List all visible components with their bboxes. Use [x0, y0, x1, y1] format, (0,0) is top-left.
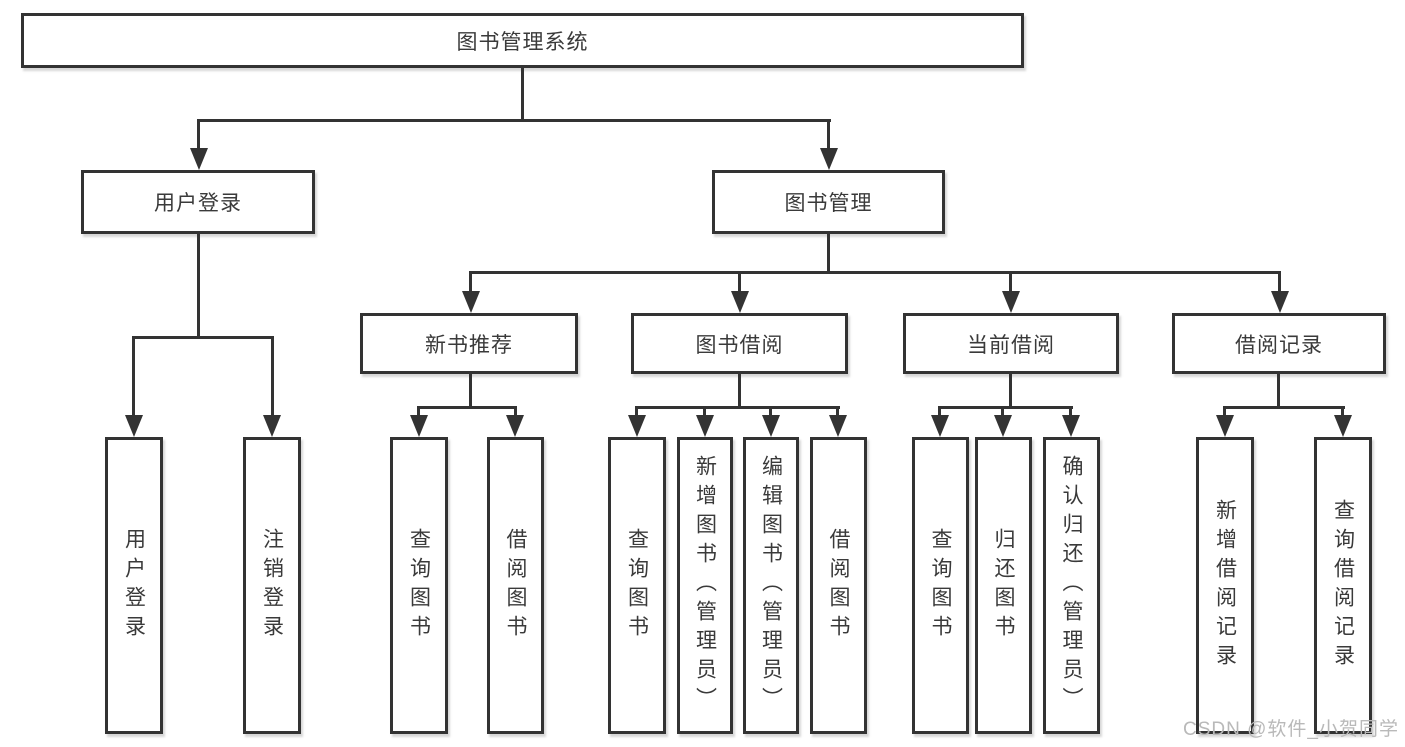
connector-drop-query-2: [635, 406, 638, 419]
connector-book-management-stub: [827, 234, 830, 274]
node-borrow-records-label: 借阅记录: [1235, 333, 1323, 357]
connector-drop-leaf-logout: [271, 336, 274, 417]
connector-drop-current-borrow: [1009, 271, 1012, 293]
arrow-edit-book-icon: [762, 415, 780, 437]
connector-drop-add-book: [703, 406, 706, 419]
watermark: CSDN @软件_小贺同学: [1183, 719, 1399, 740]
leaf-borrow-books-borrow-label: 借阅图书: [827, 527, 850, 644]
connector-drop-edit-book: [769, 406, 772, 419]
node-book-management-label: 图书管理: [784, 192, 873, 215]
connector-root-stub: [521, 68, 524, 121]
connector-drop-new-book: [469, 271, 472, 293]
arrow-book-borrow-icon: [731, 291, 749, 313]
connector-drop-confirm-return: [1069, 406, 1072, 419]
leaf-query-books-newrec-label: 查询图书: [407, 527, 431, 644]
leaf-logout-label: 注销登录: [260, 527, 284, 644]
leaf-confirm-return-admin: 确认归还（管理员）: [1043, 437, 1100, 734]
leaf-user-login-label: 用户登录: [122, 527, 146, 644]
connector-borrow-records-stub: [1277, 374, 1280, 409]
arrow-query-2-icon: [628, 415, 646, 437]
connector-current-borrow-rail: [938, 406, 1073, 409]
node-library-system: 图书管理系统: [21, 13, 1024, 68]
leaf-query-books-current-label: 查询图书: [929, 527, 952, 644]
leaf-borrow-books-newrec-label: 借阅图书: [504, 527, 527, 644]
connector-drop-query-record: [1341, 406, 1344, 419]
leaf-borrow-books-newrec: 借阅图书: [487, 437, 544, 734]
arrow-leaf-login-icon: [125, 415, 143, 437]
arrow-borrow-1-icon: [506, 415, 524, 437]
connector-book-management-rail: [469, 271, 1281, 274]
leaf-query-borrow-record: 查询借阅记录: [1314, 437, 1372, 734]
connector-drop-borrow-2: [836, 406, 839, 419]
connector-drop-add-record: [1223, 406, 1226, 419]
arrow-current-borrow-icon: [1002, 291, 1020, 313]
leaf-return-book-label: 归还图书: [992, 527, 1015, 644]
leaf-add-borrow-record: 新增借阅记录: [1196, 437, 1254, 734]
leaf-add-borrow-record-label: 新增借阅记录: [1213, 498, 1237, 673]
node-book-management: 图书管理: [712, 170, 945, 234]
connector-root-rail: [197, 119, 831, 122]
arrow-add-record-icon: [1216, 415, 1234, 437]
node-current-borrow: 当前借阅: [903, 313, 1119, 374]
arrow-borrow-records-icon: [1271, 291, 1289, 313]
connector-drop-leaf-login: [132, 336, 135, 417]
connector-drop-book-borrow: [738, 271, 741, 293]
connector-drop-return-book: [1001, 406, 1004, 419]
arrow-query-record-icon: [1334, 415, 1352, 437]
leaf-logout: 注销登录: [243, 437, 301, 734]
node-new-book-recommend-label: 新书推荐: [425, 333, 513, 357]
arrow-query-3-icon: [931, 415, 949, 437]
arrow-query-1-icon: [410, 415, 428, 437]
arrow-confirm-return-icon: [1062, 415, 1080, 437]
connector-user-login-rail: [132, 336, 274, 339]
node-book-borrow: 图书借阅: [631, 313, 848, 374]
arrow-new-book-icon: [462, 291, 480, 313]
connector-new-book-rail: [417, 406, 517, 409]
arrow-return-book-icon: [994, 415, 1012, 437]
node-user-login-label: 用户登录: [154, 192, 242, 215]
arrow-borrow-2-icon: [829, 415, 847, 437]
connector-current-borrow-stub: [1009, 374, 1012, 409]
connector-drop-book-management: [827, 119, 830, 152]
arrow-leaf-logout-icon: [263, 415, 281, 437]
connector-drop-query-1: [417, 406, 420, 419]
leaf-add-book-admin: 新增图书（管理员）: [677, 437, 733, 734]
leaf-add-book-admin-label: 新增图书（管理员）: [693, 455, 717, 716]
leaf-edit-book-admin: 编辑图书（管理员）: [743, 437, 799, 734]
connector-book-borrow-rail: [635, 406, 840, 409]
node-book-borrow-label: 图书借阅: [695, 333, 784, 357]
leaf-query-books-borrow-label: 查询图书: [625, 527, 649, 644]
node-library-system-label: 图书管理系统: [456, 30, 589, 54]
leaf-edit-book-admin-label: 编辑图书（管理员）: [759, 455, 783, 716]
arrow-user-login-icon: [190, 148, 208, 170]
leaf-return-book: 归还图书: [975, 437, 1032, 734]
connector-borrow-records-rail: [1223, 406, 1345, 409]
arrow-book-management-icon: [820, 148, 838, 170]
leaf-user-login: 用户登录: [105, 437, 163, 734]
connector-new-book-stub: [469, 374, 472, 409]
node-borrow-records: 借阅记录: [1172, 313, 1386, 374]
leaf-borrow-books-borrow: 借阅图书: [810, 437, 867, 734]
leaf-confirm-return-admin-label: 确认归还（管理员）: [1060, 455, 1083, 716]
connector-drop-user-login: [197, 119, 200, 152]
connector-drop-borrow-1: [514, 406, 517, 419]
arrow-add-book-icon: [696, 415, 714, 437]
node-user-login: 用户登录: [81, 170, 315, 234]
node-current-borrow-label: 当前借阅: [967, 333, 1055, 357]
connector-drop-borrow-records: [1278, 271, 1281, 293]
node-new-book-recommend: 新书推荐: [360, 313, 578, 374]
connector-book-borrow-stub: [738, 374, 741, 409]
connector-drop-query-3: [938, 406, 941, 419]
connector-user-login-stub: [197, 234, 200, 338]
leaf-query-books-borrow: 查询图书: [608, 437, 666, 734]
leaf-query-books-current: 查询图书: [912, 437, 969, 734]
leaf-query-books-newrec: 查询图书: [390, 437, 448, 734]
leaf-query-borrow-record-label: 查询借阅记录: [1331, 498, 1355, 673]
